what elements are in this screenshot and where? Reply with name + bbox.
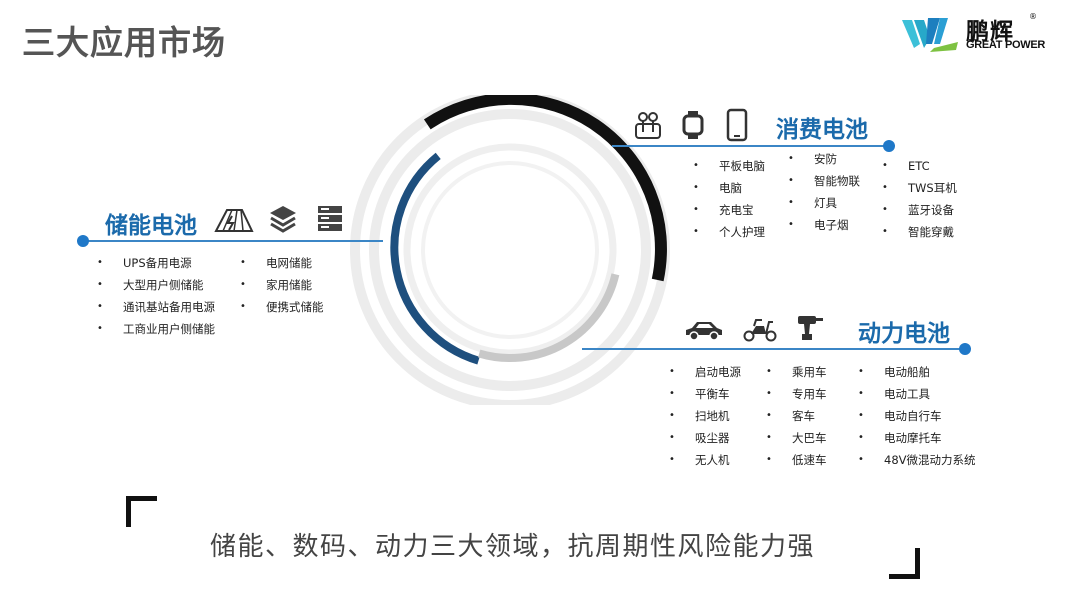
list-item: 灯具	[788, 192, 860, 214]
list-item: 电脑	[693, 177, 765, 199]
list-item: TWS耳机	[882, 177, 957, 199]
power-connector-line	[582, 348, 964, 350]
ring-arc-storage	[390, 152, 480, 365]
ring-arc-power	[478, 273, 620, 363]
power-list-3: 电动船舶 电动工具 电动自行车 电动摩托车 48V微混动力系统	[858, 361, 976, 471]
scooter-icon	[743, 319, 777, 342]
list-item: 电动摩托车	[858, 427, 976, 449]
list-item: 启动电源	[669, 361, 741, 383]
list-item: 吸尘器	[669, 427, 741, 449]
consumer-title: 消费电池	[776, 117, 868, 143]
list-item: 安防	[788, 148, 860, 170]
list-item: 低速车	[766, 449, 827, 471]
storage-list-1: UPS备用电源 大型用户侧储能 通讯基站备用电源 工商业用户侧储能	[97, 252, 215, 340]
storage-connector-dot	[77, 235, 89, 247]
logo-english-name: GREAT POWER	[966, 39, 1045, 51]
storage-title: 储能电池	[105, 213, 197, 239]
storage-list-2: 电网储能 家用储能 便携式储能	[240, 252, 324, 318]
list-item: 个人护理	[693, 221, 765, 243]
bracket-top-left	[126, 496, 157, 527]
list-item: 扫地机	[669, 405, 741, 427]
power-list-2: 乘用车 专用车 客车 大巴车 低速车	[766, 361, 827, 471]
smartphone-icon	[726, 108, 748, 142]
list-item: 平衡车	[669, 383, 741, 405]
company-logo: 鹏辉 ® GREAT POWER	[900, 12, 1076, 58]
list-item: 大型用户侧储能	[97, 274, 215, 296]
consumer-list-1: 平板电脑 电脑 充电宝 个人护理	[693, 155, 765, 243]
list-item: 智能物联	[788, 170, 860, 192]
list-item: 电网储能	[240, 252, 324, 274]
bracket-bottom-right	[889, 548, 920, 579]
list-item: 平板电脑	[693, 155, 765, 177]
power-drill-icon	[798, 316, 823, 340]
consumer-list-3: ETC TWS耳机 蓝牙设备 智能穿戴	[882, 155, 957, 243]
consumer-connector-line	[612, 145, 888, 147]
solar-panel-icon	[214, 209, 254, 232]
market-rings-graphic	[350, 95, 670, 405]
list-item: 充电宝	[693, 199, 765, 221]
server-rack-icon	[318, 206, 342, 231]
storage-connector-line	[83, 240, 383, 242]
earbuds-icon	[635, 112, 661, 139]
list-item: UPS备用电源	[97, 252, 215, 274]
list-item: 客车	[766, 405, 827, 427]
car-icon	[686, 322, 722, 341]
logo-chinese-name: 鹏辉	[966, 19, 1014, 45]
slogan: 储能、数码、动力三大领域，抗周期性风险能力强	[210, 532, 816, 562]
list-item: ETC	[882, 155, 957, 177]
list-item: 通讯基站备用电源	[97, 296, 215, 318]
list-item: 电动自行车	[858, 405, 976, 427]
list-item: 蓝牙设备	[882, 199, 957, 221]
list-item: 家用储能	[240, 274, 324, 296]
list-item: 便携式储能	[240, 296, 324, 318]
layers-icon	[270, 206, 296, 233]
power-title: 动力电池	[858, 321, 950, 347]
list-item: 乘用车	[766, 361, 827, 383]
power-list-1: 启动电源 平衡车 扫地机 吸尘器 无人机	[669, 361, 741, 471]
consumer-list-2: 安防 智能物联 灯具 电子烟	[788, 148, 860, 236]
smartwatch-icon	[682, 111, 704, 139]
ring-arc-consumer	[423, 95, 667, 282]
list-item: 电动船舶	[858, 361, 976, 383]
power-connector-dot	[959, 343, 971, 355]
list-item: 电子烟	[788, 214, 860, 236]
page-title: 三大应用市场	[22, 23, 226, 62]
list-item: 智能穿戴	[882, 221, 957, 243]
list-item: 电动工具	[858, 383, 976, 405]
list-item: 48V微混动力系统	[858, 449, 976, 471]
logo-registered-mark: ®	[1029, 12, 1037, 21]
consumer-connector-dot	[883, 140, 895, 152]
logo-mark-icon	[902, 18, 958, 52]
list-item: 工商业用户侧储能	[97, 318, 215, 340]
list-item: 无人机	[669, 449, 741, 471]
list-item: 专用车	[766, 383, 827, 405]
list-item: 大巴车	[766, 427, 827, 449]
